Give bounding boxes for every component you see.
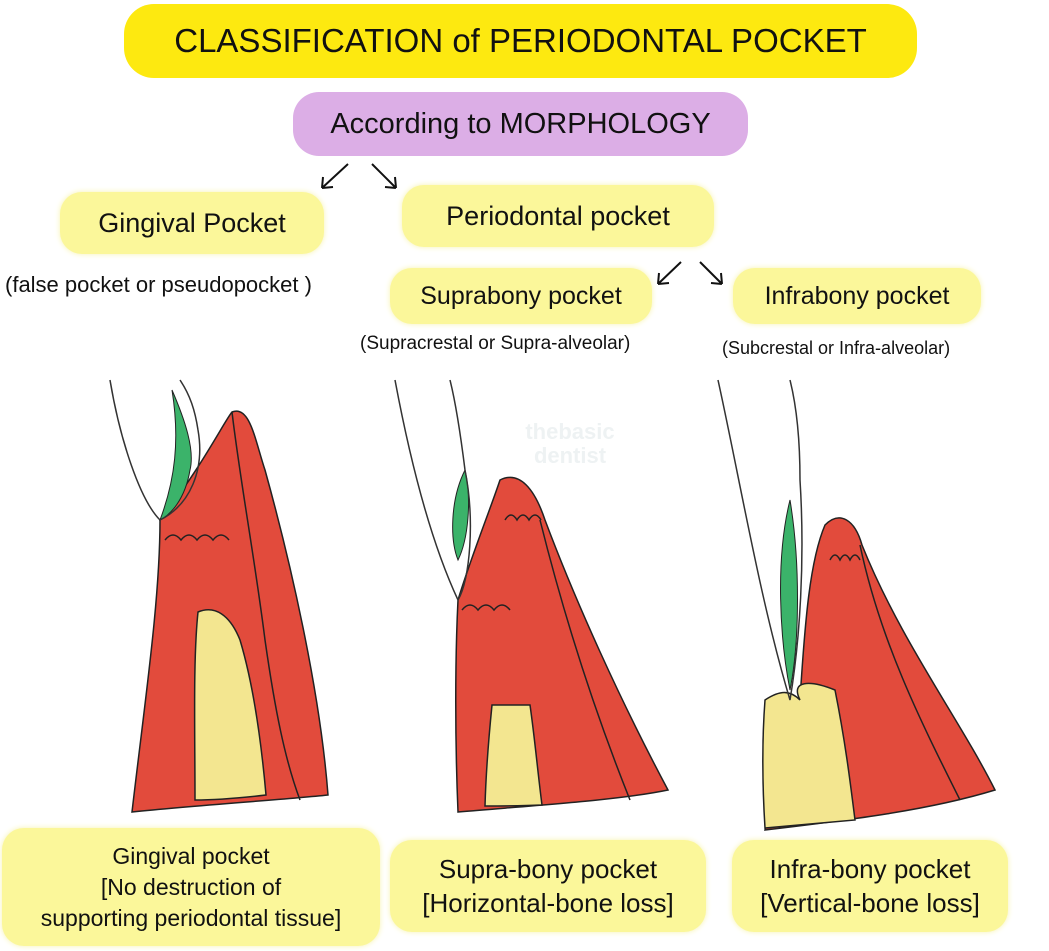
gingival-pocket-box: Gingival Pocket	[60, 192, 324, 254]
suprabony-pocket-label: Suprabony pocket	[420, 281, 622, 310]
title: CLASSIFICATION of PERIODONTAL POCKET	[174, 22, 867, 59]
gingival-pocket-note: (false pocket or pseudopocket )	[5, 272, 312, 297]
infrabony-pocket-note: (Subcrestal or Infra-alveolar)	[722, 338, 951, 358]
title-banner: CLASSIFICATION of PERIODONTAL POCKET	[124, 4, 917, 78]
subtitle-banner: According to MORPHOLOGY	[293, 92, 748, 156]
infrabony-pocket-label: Infrabony pocket	[764, 281, 950, 310]
watermark: thebasic dentist	[525, 419, 615, 468]
arrow-icons	[321, 163, 723, 285]
infrabony-pocket-illustration	[717, 379, 997, 831]
suprabony-pocket-note: (Supracrestal or Supra-alveolar)	[360, 333, 631, 354]
arrow-down-left-icon	[321, 163, 349, 189]
periodontal-pocket-label: Periodontal pocket	[446, 200, 670, 231]
suprabony-pocket-illustration	[394, 379, 670, 813]
gingival-pocket-illustration	[109, 379, 329, 813]
suprabony-pocket-box: Suprabony pocket	[390, 268, 652, 324]
arrow-down-left-icon	[657, 261, 682, 285]
subtitle: According to MORPHOLOGY	[330, 107, 711, 140]
infrabony-pocket-box: Infrabony pocket	[733, 268, 981, 324]
caption-line: [No destruction of	[100, 873, 282, 900]
arrow-down-right-icon	[699, 261, 723, 285]
caption-suprabony: Supra-bony pocket [Horizontal-bone loss]	[390, 840, 706, 932]
caption-line: Supra-bony pocket	[438, 854, 658, 884]
caption-infrabony: Infra-bony pocket [Vertical-bone loss]	[732, 840, 1008, 932]
arrow-down-right-icon	[371, 163, 397, 189]
periodontal-pocket-box: Periodontal pocket	[402, 185, 714, 247]
caption-line: supporting periodontal tissue]	[40, 904, 342, 931]
caption-line: [Horizontal-bone loss]	[422, 888, 674, 918]
caption-gingival: Gingival pocket [No destruction of suppo…	[2, 828, 380, 946]
caption-line: [Vertical-bone loss]	[760, 888, 980, 918]
caption-line: Infra-bony pocket	[769, 854, 971, 884]
caption-line: Gingival pocket	[112, 842, 270, 869]
gingival-pocket-label: Gingival Pocket	[98, 207, 286, 238]
